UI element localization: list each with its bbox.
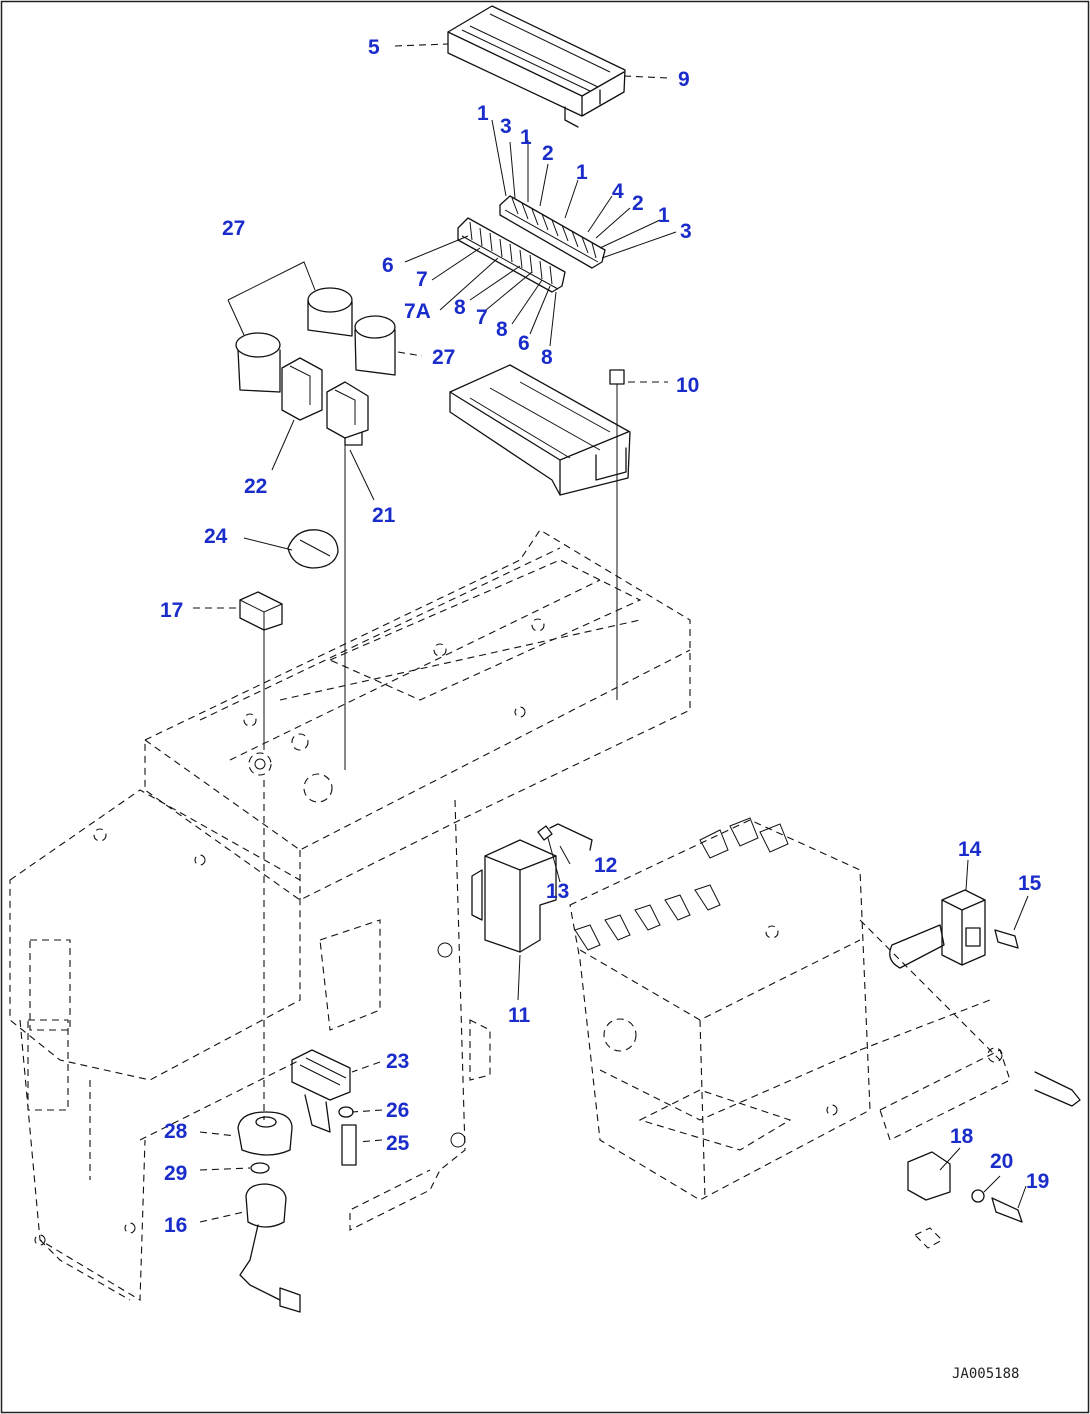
callout-2: 2 [632, 192, 644, 215]
callout-4: 4 [612, 180, 624, 203]
callout-18: 18 [950, 1125, 974, 1148]
callout-7: 7 [476, 306, 488, 329]
part-1-4-fuse-strip [499, 195, 606, 269]
leader-lines [263, 440, 618, 1120]
callout-1: 1 [477, 102, 489, 125]
callout-8: 8 [454, 296, 466, 319]
callout-15: 15 [1018, 872, 1042, 895]
callout-27: 27 [222, 217, 245, 240]
part-28-29-16-key-switch [237, 1111, 301, 1313]
callout-labels: 5 9 1 3 1 2 1 4 2 1 3 27 6 7 7A 8 7 8 6 … [160, 36, 1049, 1237]
callout-10: 10 [676, 374, 699, 397]
callout-29: 29 [164, 1162, 187, 1185]
callout-23: 23 [386, 1050, 409, 1073]
part-6-8-relay-strip [457, 217, 566, 293]
callout-14: 14 [958, 838, 982, 861]
callout-13: 13 [546, 880, 569, 903]
callout-12: 12 [594, 854, 617, 877]
callout-1: 1 [576, 161, 588, 184]
callout-28: 28 [164, 1120, 188, 1143]
right-bracket-assembly [569, 817, 1081, 1201]
callout-5: 5 [368, 36, 380, 59]
callout-9: 9 [678, 68, 690, 91]
callout-7: 7 [416, 268, 428, 291]
callout-leaders [193, 43, 1029, 1223]
callout-1: 1 [520, 126, 532, 149]
callout-27: 27 [432, 346, 455, 369]
part-18-19-20-bracket [907, 1151, 1023, 1249]
callout-24: 24 [204, 525, 228, 548]
callout-6: 6 [382, 254, 394, 277]
callout-7A: 7A [404, 300, 431, 323]
part-11-relay-box [471, 823, 593, 953]
callout-21: 21 [372, 504, 396, 527]
part-23-25-26 [291, 1049, 357, 1166]
callout-11: 11 [508, 1004, 531, 1027]
callout-3: 3 [500, 115, 512, 138]
callout-8: 8 [496, 318, 508, 341]
part-17-cap [239, 591, 283, 631]
callout-6: 6 [518, 332, 530, 355]
part-21-22-rocker-switches [281, 357, 369, 446]
part-14-15-switch [889, 889, 1019, 969]
callout-2: 2 [542, 142, 554, 165]
callout-3: 3 [680, 220, 692, 243]
callout-20: 20 [990, 1150, 1013, 1173]
part-27-switch-caps [227, 261, 396, 393]
callout-26: 26 [386, 1099, 409, 1122]
callout-8: 8 [541, 346, 553, 369]
callout-25: 25 [386, 1132, 410, 1155]
callout-22: 22 [244, 475, 267, 498]
callout-17: 17 [160, 599, 183, 622]
callout-19: 19 [1026, 1170, 1049, 1193]
part-10-fuse-box [449, 364, 631, 496]
main-console [9, 529, 691, 1301]
callout-1: 1 [658, 204, 670, 227]
part-24-knob [287, 529, 339, 569]
callout-16: 16 [164, 1214, 187, 1237]
drawing-code: JA005188 [952, 1366, 1019, 1382]
part-5-top-cover [447, 5, 626, 128]
